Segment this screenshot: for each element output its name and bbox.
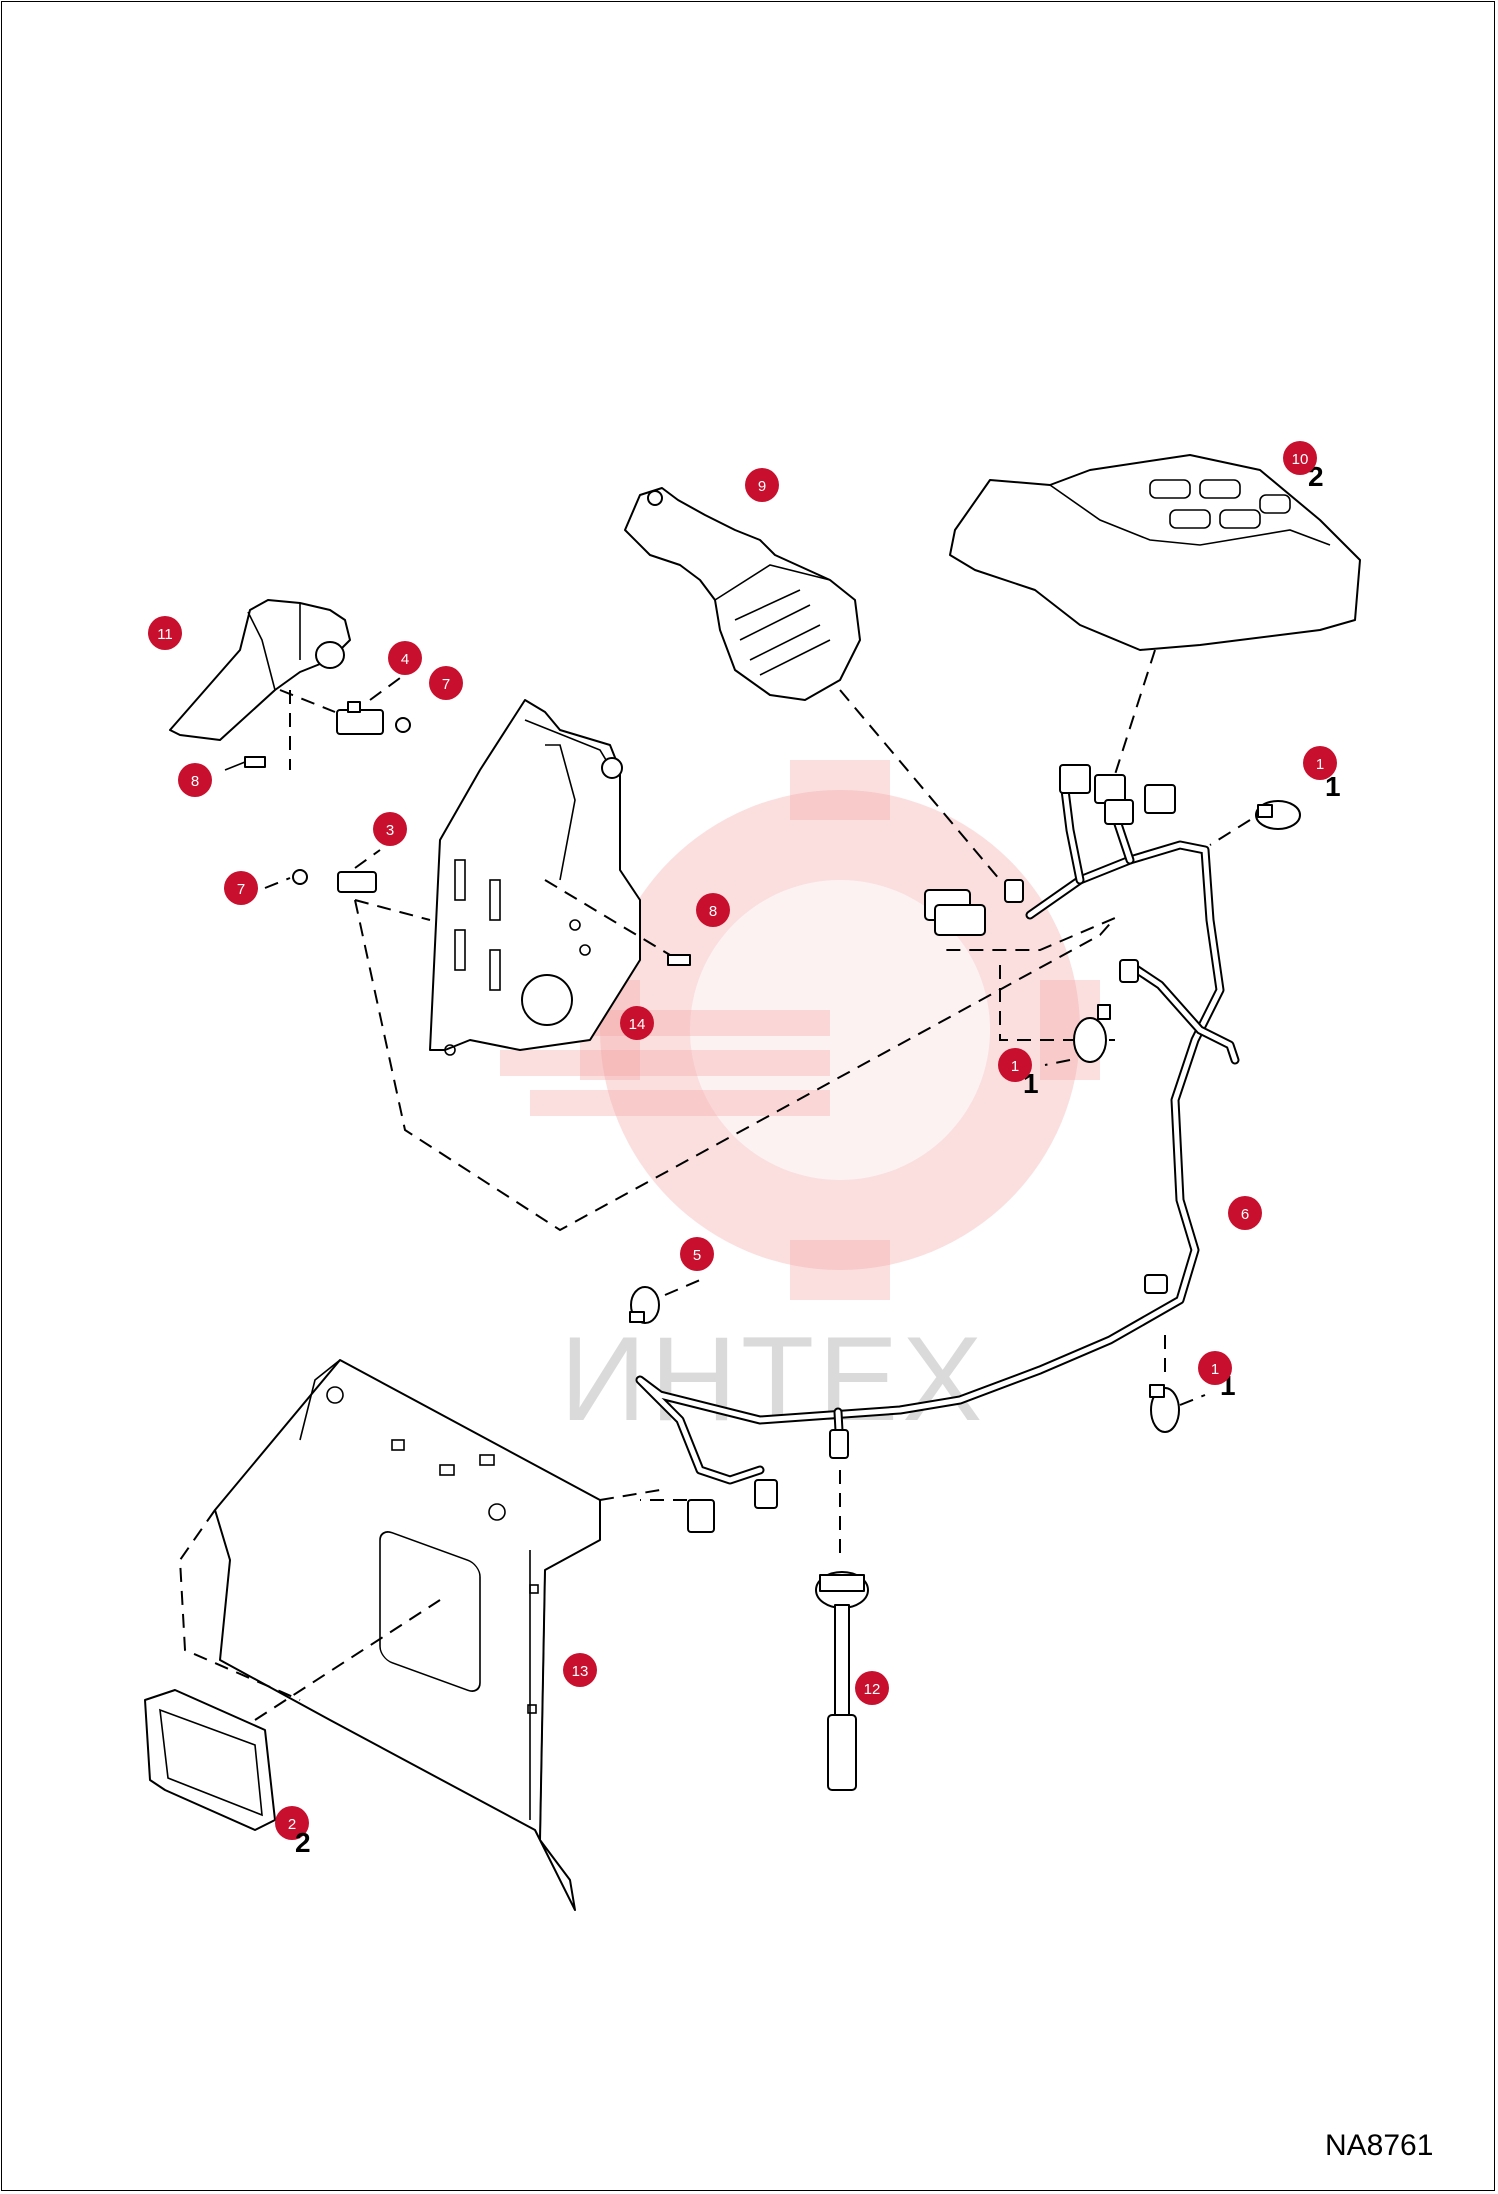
mounting-plate-part xyxy=(429,699,671,1056)
svg-text:6: 6 xyxy=(1241,1206,1249,1223)
callout-1c: 1 xyxy=(1198,1351,1232,1385)
joystick-part xyxy=(624,487,1001,881)
callout-6: 6 xyxy=(1228,1196,1262,1230)
callout-2: 2 xyxy=(275,1806,309,1840)
svg-text:4: 4 xyxy=(401,651,409,668)
svg-text:7: 7 xyxy=(237,881,245,898)
bolt-part-a xyxy=(224,756,266,771)
svg-text:8: 8 xyxy=(191,773,199,790)
callout-3: 3 xyxy=(373,812,407,846)
watermark-text: ИНТЕХ xyxy=(560,1312,986,1446)
svg-text:11: 11 xyxy=(157,626,173,643)
part-label-2: 2 xyxy=(295,1827,311,1858)
svg-text:10: 10 xyxy=(1292,451,1309,468)
svg-text:7: 7 xyxy=(442,676,450,693)
clip-part xyxy=(629,1279,701,1324)
cable-tie-part-b xyxy=(1044,1004,1111,1066)
cable-tie-part-c xyxy=(1149,1335,1206,1433)
switch-part xyxy=(336,677,411,735)
svg-text:13: 13 xyxy=(572,1663,589,1680)
svg-text:1: 1 xyxy=(1011,1058,1019,1075)
callout-14: 14 xyxy=(620,1006,654,1040)
callout-1b: 1 xyxy=(998,1048,1032,1082)
frame-bracket-part xyxy=(178,1359,661,1911)
svg-text:9: 9 xyxy=(758,478,766,495)
cable-tie-part-a xyxy=(1209,800,1301,846)
part-number-labels: 2 1 1 1 xyxy=(1023,461,1341,1401)
svg-text:5: 5 xyxy=(693,1247,701,1264)
svg-text:8: 8 xyxy=(709,903,717,920)
pivot-bracket-part xyxy=(169,599,351,770)
callout-7a: 7 xyxy=(429,666,463,700)
callout-12: 12 xyxy=(855,1671,889,1705)
svg-text:12: 12 xyxy=(864,1681,881,1698)
callout-13: 13 xyxy=(563,1653,597,1687)
callout-4: 4 xyxy=(388,641,422,675)
callout-9: 9 xyxy=(745,468,779,502)
figure-reference: NA8761 xyxy=(1325,2129,1433,2162)
part-label-1a: 1 xyxy=(1325,771,1341,802)
callout-10: 10 xyxy=(1283,441,1317,475)
console-cover-part xyxy=(949,454,1361,791)
sensor-part xyxy=(815,1571,869,1791)
svg-text:14: 14 xyxy=(629,1016,646,1033)
svg-text:2: 2 xyxy=(288,1816,296,1833)
wiring-harness-part xyxy=(635,764,1240,1560)
callout-11: 11 xyxy=(148,616,182,650)
switch-part-b xyxy=(264,849,381,893)
svg-text:1: 1 xyxy=(1316,756,1324,773)
display-part xyxy=(144,1689,276,1831)
callout-8a: 8 xyxy=(178,763,212,797)
bolt-part-b xyxy=(667,954,691,966)
svg-text:1: 1 xyxy=(1211,1361,1219,1378)
callout-8b: 8 xyxy=(696,893,730,927)
svg-text:3: 3 xyxy=(386,822,394,839)
callout-5: 5 xyxy=(680,1237,714,1271)
callout-7b: 7 xyxy=(224,871,258,905)
callout-1a: 1 xyxy=(1303,746,1337,780)
